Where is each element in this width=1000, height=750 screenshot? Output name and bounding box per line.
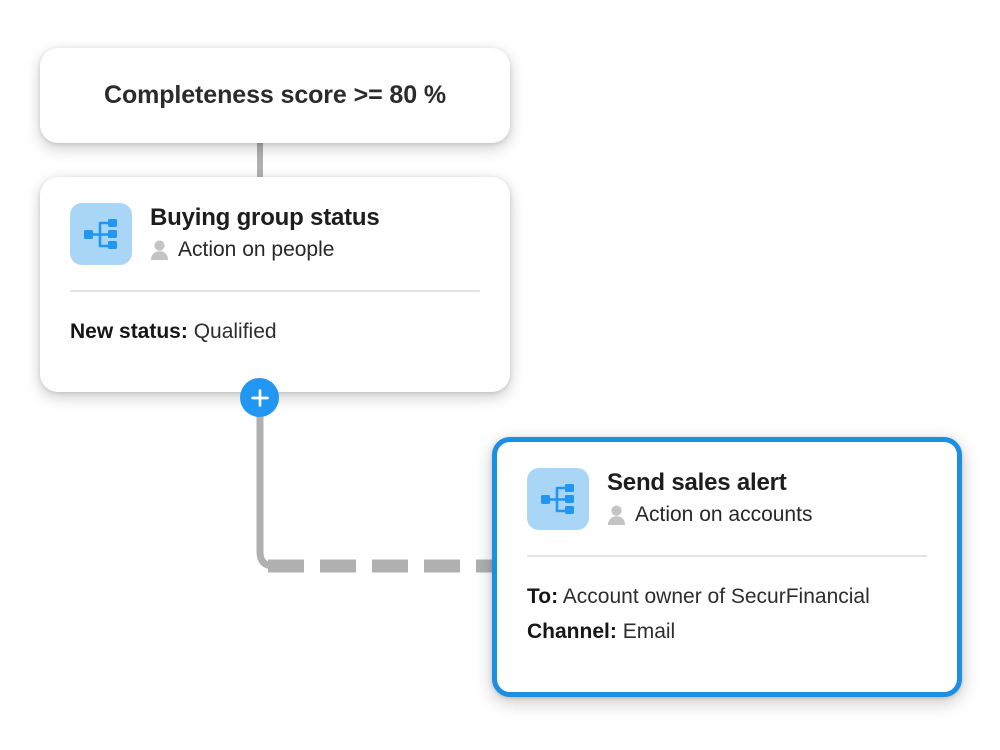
person-icon (150, 240, 169, 260)
condition-node-text: Completeness score >= 80 % (103, 81, 447, 109)
card-header: Send sales alert Action on accounts (527, 468, 927, 530)
detail-key: New status: (70, 320, 188, 343)
plus-icon (250, 388, 269, 407)
detail-key: Channel: (527, 620, 617, 644)
person-icon (607, 505, 626, 525)
card-body: New status: Qualified (70, 314, 480, 349)
add-step-button[interactable] (240, 378, 279, 417)
hierarchy-icon (527, 468, 589, 530)
action-node-buying-group-status[interactable]: Buying group status Action on people New… (40, 177, 510, 392)
detail-value: Account owner of SecurFinancial (562, 585, 870, 608)
card-header-text: Send sales alert Action on accounts (607, 468, 812, 527)
action-node-title: Buying group status (150, 204, 380, 231)
card-header: Buying group status Action on people (70, 203, 480, 265)
hierarchy-icon (70, 203, 132, 265)
card-header-text: Buying group status Action on people (150, 203, 380, 262)
card-subtitle-row: Action on accounts (607, 503, 812, 527)
action-node-title: Send sales alert (607, 469, 787, 496)
action-node-subtitle: Action on people (178, 237, 335, 261)
detail-key: To: (527, 585, 559, 608)
detail-row-channel: Channel: Email (527, 614, 927, 649)
card-subtitle-row: Action on people (150, 238, 380, 262)
action-node-subtitle: Action on accounts (635, 502, 813, 526)
action-node-send-sales-alert[interactable]: Send sales alert Action on accounts To: … (492, 437, 962, 697)
detail-value: Qualified (193, 320, 277, 343)
condition-node[interactable]: Completeness score >= 80 % (40, 48, 510, 143)
card-body: To: Account owner of SecurFinancial Chan… (527, 579, 927, 650)
detail-row-to: To: Account owner of SecurFinancial (527, 579, 927, 614)
card-divider (527, 555, 927, 557)
detail-row-new-status: New status: Qualified (70, 314, 480, 349)
connector-action-1-to-action-2-vertical (256, 401, 278, 570)
card-divider (70, 290, 480, 292)
detail-value: Email (622, 620, 676, 644)
